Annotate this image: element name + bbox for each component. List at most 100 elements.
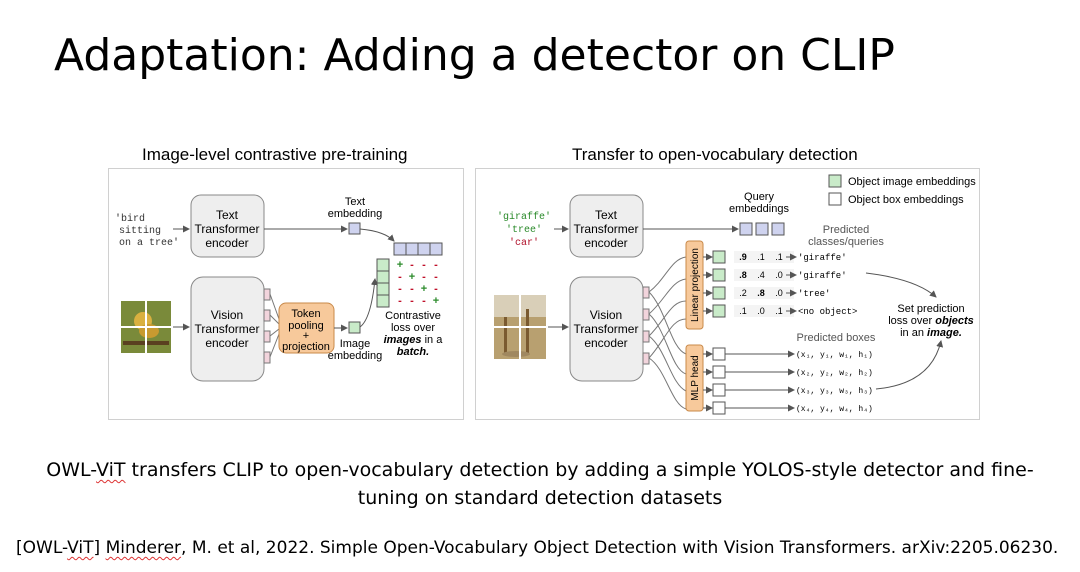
linear-projection-label: Linear projection — [690, 248, 701, 322]
svg-text:-: - — [410, 283, 414, 295]
legend-object-box-label: Object box embeddings — [848, 194, 964, 206]
mlp-head-box — [685, 344, 704, 412]
input-caption-line: on a tree' — [119, 237, 179, 249]
svg-text:+: + — [433, 295, 439, 307]
right-panel-title: Transfer to open-vocabulary detection — [572, 145, 858, 164]
vision-encoder-label: encoder — [584, 336, 627, 350]
svg-text:-: - — [398, 271, 402, 283]
svg-text:-: - — [410, 295, 414, 307]
slide-title: Adaptation: Adding a detector on CLIP — [54, 30, 895, 81]
input-caption-line: sitting — [119, 225, 161, 237]
contrastive-label: Contrastive — [385, 310, 441, 322]
token-pooling-label: pooling — [288, 320, 323, 332]
text-encoder-label: Transformer — [574, 222, 639, 236]
svg-text:(x₂, y₂, w₂, h₂): (x₂, y₂, w₂, h₂) — [796, 369, 873, 378]
text-encoder-label: Text — [595, 208, 618, 222]
query-embeddings-label: Query — [744, 191, 774, 203]
query-text: 'car' — [509, 237, 539, 249]
legend-object-image-label: Object image embeddings — [848, 176, 976, 188]
predicted-boxes-label: Predicted boxes — [797, 332, 876, 344]
image-embedding-label: embedding — [328, 350, 382, 362]
svg-text:(x₃, y₃, w₃, h₃): (x₃, y₃, w₃, h₃) — [796, 387, 873, 396]
input-caption-line: 'bird — [115, 213, 145, 225]
predicted-classes-label: Predicted — [823, 224, 869, 236]
query-embedding-square — [739, 222, 753, 236]
score-rows: .9 .1 .1 .8 .4 .0 .2 .8 .0 .1 .0 .1 'gir… — [703, 250, 857, 318]
svg-text:.1: .1 — [757, 252, 765, 262]
svg-text:-: - — [422, 259, 426, 271]
vision-encoder-label: Vision — [590, 308, 622, 322]
svg-text:-: - — [422, 271, 426, 283]
box-rows: (x₁, y₁, w₁, h₁) (x₂, y₂, w₂, h₂) (x₃, y… — [703, 347, 873, 415]
contrastive-label: batch. — [397, 346, 429, 358]
legend-object-image-swatch — [828, 174, 842, 188]
set-prediction-label: Set prediction — [897, 303, 964, 315]
token-pooling-label: Token — [291, 308, 320, 320]
vision-encoder-label: Transformer — [574, 322, 639, 336]
vision-encoder-label: encoder — [205, 336, 248, 350]
svg-text:.0: .0 — [775, 270, 783, 280]
svg-text:(x₄, y₄, w₄, h₄): (x₄, y₄, w₄, h₄) — [796, 405, 873, 414]
slide-citation: [OWL-ViT] Minderer, M. et al, 2022. Simp… — [16, 538, 1059, 558]
svg-text:-: - — [434, 283, 438, 295]
legend-object-box-swatch — [828, 192, 842, 206]
svg-text:-: - — [422, 295, 426, 307]
slide-caption: OWL-ViT transfers CLIP to open-vocabular… — [46, 459, 1034, 509]
token-pooling-label: + — [303, 330, 309, 342]
svg-text:.1: .1 — [775, 306, 783, 316]
svg-text:<no object>: <no object> — [798, 307, 857, 317]
svg-text:-: - — [434, 259, 438, 271]
svg-text:.4: .4 — [757, 270, 765, 280]
svg-text:+: + — [397, 259, 403, 271]
svg-text:(x₁, y₁, w₁, h₁): (x₁, y₁, w₁, h₁) — [796, 351, 873, 360]
svg-text:+: + — [409, 271, 415, 283]
text-embedding-label: embedding — [328, 208, 382, 220]
text-encoder-label: encoder — [584, 236, 627, 250]
contrastive-label: images in a — [384, 334, 444, 346]
svg-text:'tree': 'tree' — [798, 289, 830, 299]
svg-text:-: - — [410, 259, 414, 271]
text-encoder-label: encoder — [205, 236, 248, 250]
svg-text:.2: .2 — [739, 288, 747, 298]
svg-text:.0: .0 — [775, 288, 783, 298]
svg-text:.0: .0 — [757, 306, 765, 316]
vision-encoder-label: Vision — [211, 308, 243, 322]
image-embedding-label: Image — [340, 338, 371, 350]
left-panel-title: Image-level contrastive pre-training — [142, 145, 408, 164]
svg-text:.9: .9 — [739, 252, 747, 262]
query-text: 'giraffe' — [497, 211, 551, 223]
linear-projection-box — [685, 240, 704, 330]
mlp-head-label: MLP head — [690, 355, 701, 400]
text-encoder-label: Transformer — [195, 222, 260, 236]
bird-image — [121, 301, 171, 353]
left-diagram: 'bird sitting on a tree' Text Transforme… — [115, 194, 444, 382]
giraffe-image — [494, 295, 546, 359]
query-embedding-square — [771, 222, 785, 236]
set-prediction-label: loss over objects — [888, 315, 974, 327]
text-embedding-square — [348, 222, 361, 235]
query-text: 'tree' — [506, 224, 542, 236]
text-encoder-box — [190, 194, 265, 258]
svg-text:'giraffe': 'giraffe' — [798, 253, 847, 263]
vision-encoder-box — [190, 276, 265, 382]
set-prediction-label: in an image. — [900, 327, 962, 339]
contrastive-label: loss over — [391, 322, 435, 334]
svg-text:+: + — [421, 283, 427, 295]
svg-text:'giraffe': 'giraffe' — [798, 271, 847, 281]
image-embedding-square — [348, 321, 361, 334]
contrastive-matrix: + - - - - + - - - - + - - - - + — [397, 259, 439, 307]
svg-text:-: - — [434, 271, 438, 283]
token-pooling-label: projection — [282, 341, 330, 353]
svg-text:.8: .8 — [757, 288, 765, 298]
right-diagram: Object image embeddings Object box embed… — [494, 174, 976, 415]
predicted-classes-label: classes/queries — [808, 236, 884, 248]
right-diagram-panel: Object image embeddings Object box embed… — [475, 168, 980, 420]
svg-text:.1: .1 — [739, 306, 747, 316]
text-encoder-label: Text — [216, 208, 239, 222]
text-encoder-box — [569, 194, 644, 258]
svg-text:.8: .8 — [739, 270, 747, 280]
left-diagram-panel: 'bird sitting on a tree' Text Transforme… — [108, 168, 464, 420]
vision-encoder-label: Transformer — [195, 322, 260, 336]
svg-text:-: - — [398, 295, 402, 307]
query-embedding-square — [755, 222, 769, 236]
